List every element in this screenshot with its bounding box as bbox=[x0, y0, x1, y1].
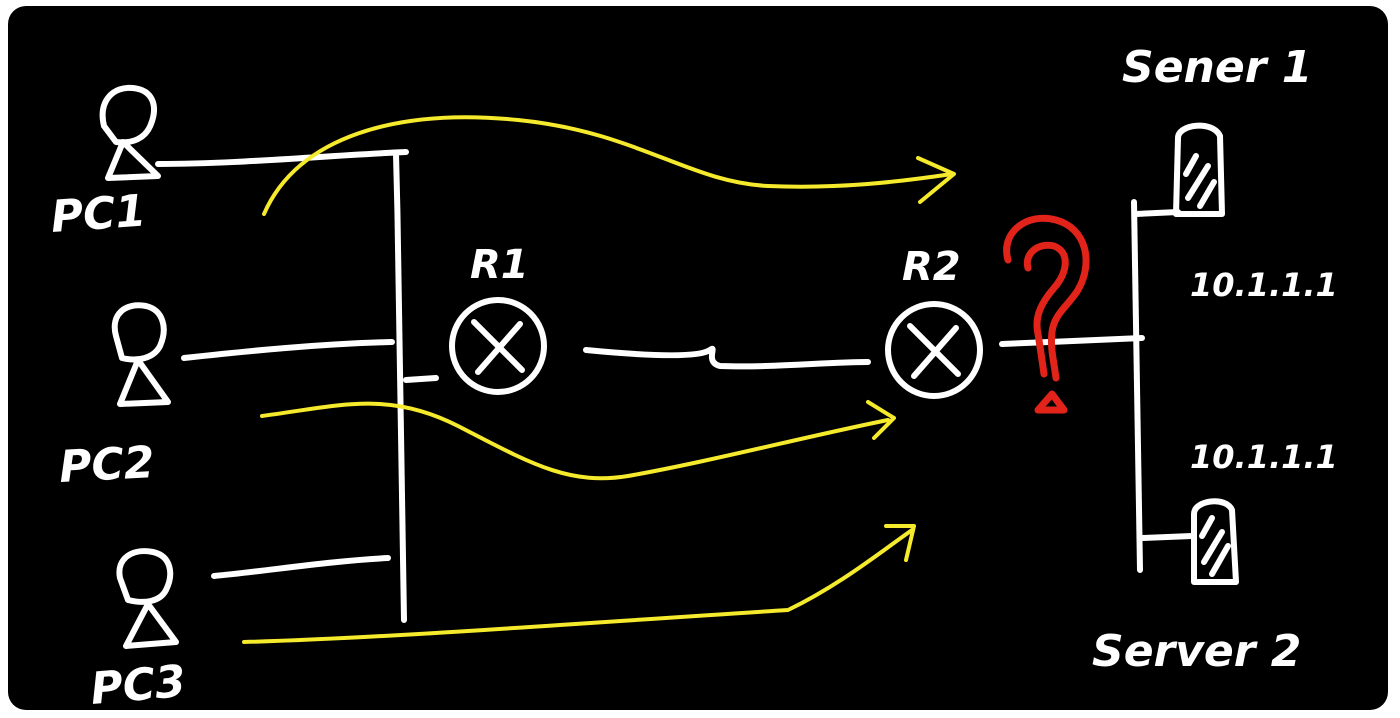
pc2-icon bbox=[111, 302, 171, 407]
server2-link bbox=[1139, 533, 1195, 541]
server1-ip: 10.1.1.1 bbox=[1190, 266, 1338, 304]
flow-pc3-to-r2 bbox=[242, 528, 914, 644]
pc3-icon bbox=[116, 548, 179, 649]
flow-pc1-arrowhead bbox=[916, 156, 956, 204]
router-r2-label: R2 bbox=[902, 244, 961, 290]
lan-segment-left bbox=[393, 151, 407, 623]
router-r2-icon bbox=[885, 301, 983, 399]
network-diagram: PC1 PC2 PC3 R1 R2 Sener 1 10.1.1.1 10.1.… bbox=[8, 6, 1388, 710]
r1-lan-link bbox=[403, 375, 439, 383]
pc3-link bbox=[211, 555, 391, 579]
router-r1-label: R1 bbox=[470, 242, 529, 288]
router-r1-icon bbox=[449, 297, 547, 395]
pc1-icon bbox=[99, 84, 161, 181]
question-mark-icon bbox=[1003, 214, 1090, 414]
pc1-label: PC1 bbox=[49, 185, 147, 243]
flow-pc2-to-r2 bbox=[260, 401, 890, 481]
server2-icon bbox=[1191, 498, 1239, 585]
server2-label: Server 2 bbox=[1092, 626, 1301, 677]
lan-segment-right bbox=[1131, 199, 1143, 573]
server1-label: Sener 1 bbox=[1122, 42, 1312, 93]
server1-link bbox=[1133, 209, 1181, 217]
flow-pc3-arrowhead bbox=[884, 524, 916, 562]
pc2-label: PC2 bbox=[58, 437, 156, 493]
pc1-link bbox=[155, 149, 409, 167]
pc3-label: PC3 bbox=[89, 656, 188, 710]
board-background bbox=[8, 6, 1388, 710]
pc2-link bbox=[181, 339, 395, 361]
server2-ip: 10.1.1.1 bbox=[1190, 438, 1338, 476]
flow-pc1-to-r2 bbox=[262, 115, 954, 216]
flow-pc2-arrowhead bbox=[866, 400, 896, 440]
server1-icon bbox=[1173, 122, 1225, 217]
whiteboard: PC1 PC2 PC3 R1 R2 Sener 1 10.1.1.1 10.1.… bbox=[8, 6, 1388, 710]
r2-lan-link bbox=[999, 335, 1145, 347]
wan-serial-link bbox=[583, 345, 871, 370]
